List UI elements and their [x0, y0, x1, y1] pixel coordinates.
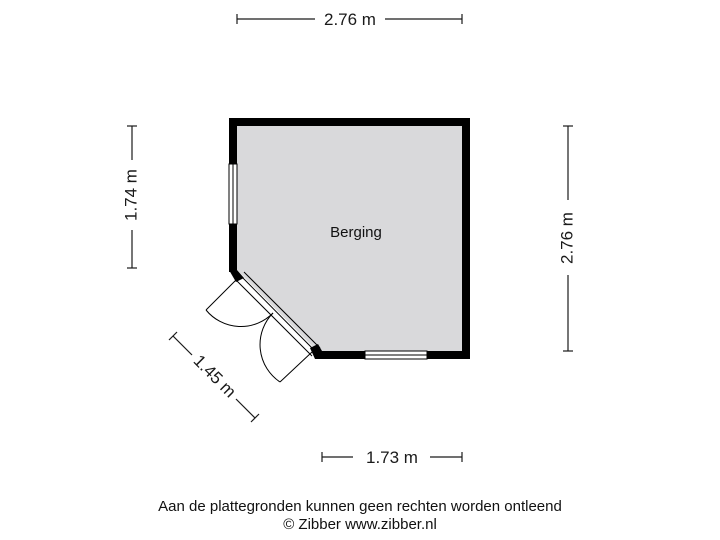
wall-bottom-right: [427, 351, 470, 359]
windows: [228, 163, 428, 360]
room-label: Berging: [330, 224, 382, 241]
door-arc-right: [259, 312, 281, 383]
room-floor: [237, 125, 462, 352]
dim-top-width: 2.76 m: [324, 10, 376, 29]
walls: [229, 118, 470, 359]
dimension-lines: [127, 14, 573, 462]
wall-diagonal-start: [229, 270, 244, 282]
door-leaf-right: [279, 351, 313, 383]
dim-left-height: 1.74 m: [121, 169, 140, 221]
footer-disclaimer: Aan de plattegronden kunnen geen rechten…: [158, 498, 562, 515]
dim-right-height: 2.76 m: [557, 212, 576, 264]
wall-left-top: [229, 118, 237, 164]
wall-right: [462, 118, 470, 359]
door-arc-left: [205, 309, 274, 327]
wall-left-bottom: [229, 224, 237, 272]
door-frame: [235, 271, 321, 357]
footer-copyright: © Zibber www.zibber.nl: [283, 516, 437, 533]
wall-bottom-left: [315, 351, 365, 359]
dim-diagonal: 1.45 m: [190, 351, 240, 401]
door-leaf-left: [205, 277, 239, 311]
wall-top: [229, 118, 470, 126]
dim-bottom-width: 1.73 m: [366, 448, 418, 467]
door-swings: [205, 277, 313, 383]
